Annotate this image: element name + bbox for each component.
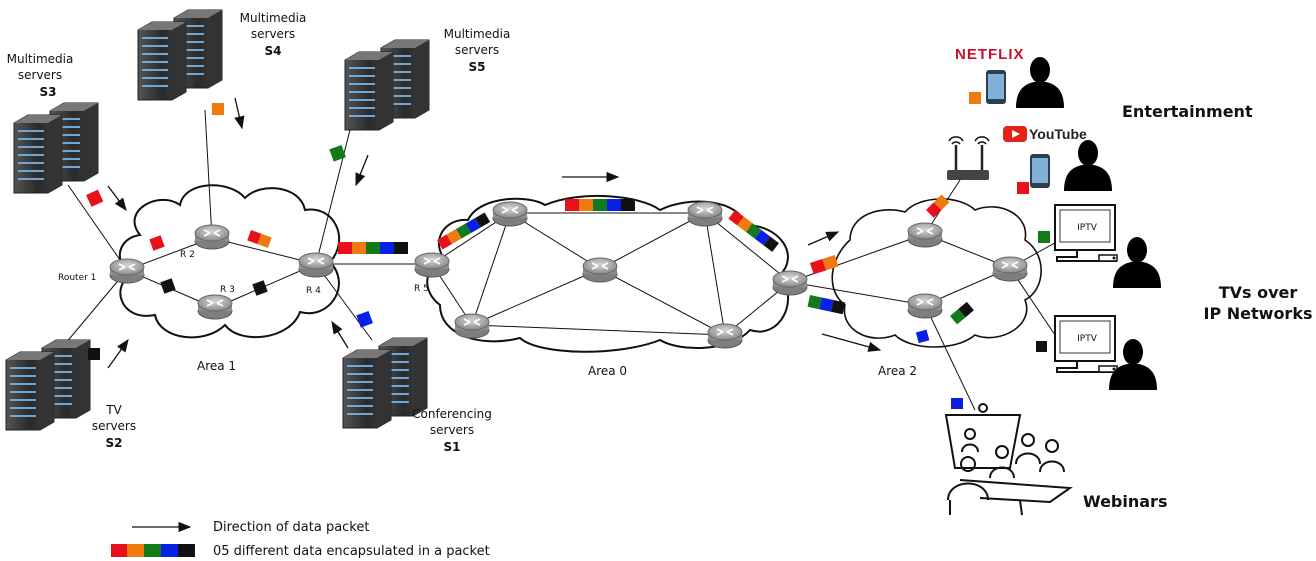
s5-id: S5 (469, 60, 486, 74)
router-a2-2 (907, 293, 943, 319)
packet-youtube (1017, 182, 1029, 194)
packet-pair-area2-tv (950, 301, 974, 325)
phone-icon-2 (1030, 154, 1050, 188)
packet-webinar (951, 398, 963, 409)
s4-line1: Multimedia (240, 11, 307, 25)
s3-line2: servers (18, 68, 62, 82)
legend-packet-icon (111, 544, 195, 557)
router-a0-2 (687, 201, 723, 227)
packet-s5 (329, 144, 346, 162)
s2-line2: servers (92, 419, 136, 433)
wifi-router-icon (947, 136, 990, 180)
packet-r3-black (252, 280, 268, 296)
youtube-label: YouTube (1029, 126, 1087, 142)
entertainment-label: Entertainment (1122, 102, 1253, 121)
area2-label: Area 2 (878, 364, 917, 378)
router-r5-label: R 5 (414, 284, 429, 294)
router-r3-label: R 3 (220, 285, 235, 295)
router-1-label: Router 1 (58, 273, 96, 283)
netflix-logo: NETFLIX (955, 46, 1025, 63)
packet-s2 (88, 348, 100, 360)
router-a2-1 (907, 222, 943, 248)
s1-line1: Conferencing (412, 407, 492, 421)
s3-line1: Multimedia (7, 52, 74, 66)
packet-iptv-1 (1038, 231, 1050, 243)
packet-area1-black (160, 278, 176, 294)
router-1 (109, 258, 145, 284)
tvs-label-line1: TVs over (1219, 283, 1298, 302)
youtube-logo-icon (1003, 126, 1027, 142)
router-r5 (414, 252, 450, 278)
packet-netflix (969, 92, 981, 104)
packet-area2-blue (915, 329, 930, 344)
user-icon-iptv-1 (1113, 237, 1161, 288)
s2-line1: TV (105, 403, 122, 417)
router-r4 (298, 252, 334, 278)
packet-bundle-area0-right (728, 210, 779, 252)
s1-id: S1 (444, 440, 461, 454)
iptv-monitor-1 (1054, 204, 1118, 262)
server-s3-icon (14, 103, 98, 193)
direction-arrows (107, 97, 882, 369)
packet-iptv-2 (1036, 341, 1047, 352)
packet-trio-area2-in (807, 295, 846, 315)
iptv-monitor-2 (1054, 315, 1118, 373)
router-a0-4 (454, 313, 490, 339)
router-r4-label: R 4 (306, 286, 321, 296)
user-icon-iptv-2 (1109, 339, 1157, 390)
s4-id: S4 (265, 44, 282, 58)
tvs-label-line2: IP Networks (1204, 304, 1313, 323)
server-s4-icon (138, 10, 222, 100)
area1-label: Area 1 (197, 359, 236, 373)
webinar-meeting-icon (944, 403, 1073, 516)
webinars-label: Webinars (1083, 492, 1167, 511)
user-icon-youtube (1064, 140, 1112, 191)
packet-r2-pair (247, 230, 272, 248)
s5-line1: Multimedia (444, 27, 511, 41)
router-r2-label: R 2 (180, 250, 195, 260)
s3-id: S3 (40, 85, 57, 99)
router-a0-3 (582, 257, 618, 283)
packet-bundle-r5 (437, 212, 491, 250)
iptv-label-1: IPTV (1077, 223, 1098, 233)
packet-bundle-area0-top (565, 199, 635, 211)
server-s2-icon (6, 340, 90, 430)
packet-s3 (86, 189, 104, 207)
packet-s4 (212, 103, 224, 115)
packet-bundle-r4 (338, 242, 408, 254)
router-a0-1 (492, 201, 528, 227)
packet-pair-area2-in (810, 254, 839, 275)
area1-cloud (118, 184, 341, 339)
iptv-label-2: IPTV (1077, 334, 1098, 344)
router-r2 (194, 224, 230, 250)
server-s5-icon (345, 40, 429, 130)
packet-area1-red (149, 235, 165, 251)
user-icon-netflix (1016, 57, 1064, 108)
router-r3 (197, 294, 233, 320)
s1-line2: servers (430, 423, 474, 437)
packet-s1 (356, 310, 373, 328)
area0-label: Area 0 (588, 364, 627, 378)
router-a0-5 (707, 323, 743, 349)
s5-line2: servers (455, 43, 499, 57)
legend-arrow-text: Direction of data packet (213, 520, 369, 535)
router-abr-2 (772, 270, 808, 296)
area2-cloud (831, 198, 1042, 348)
s4-line2: servers (251, 27, 295, 41)
router-a2-3 (992, 256, 1028, 282)
legend-packet-text: 05 different data encapsulated in a pack… (213, 544, 490, 559)
s2-id: S2 (106, 436, 123, 450)
phone-icon (986, 70, 1006, 104)
